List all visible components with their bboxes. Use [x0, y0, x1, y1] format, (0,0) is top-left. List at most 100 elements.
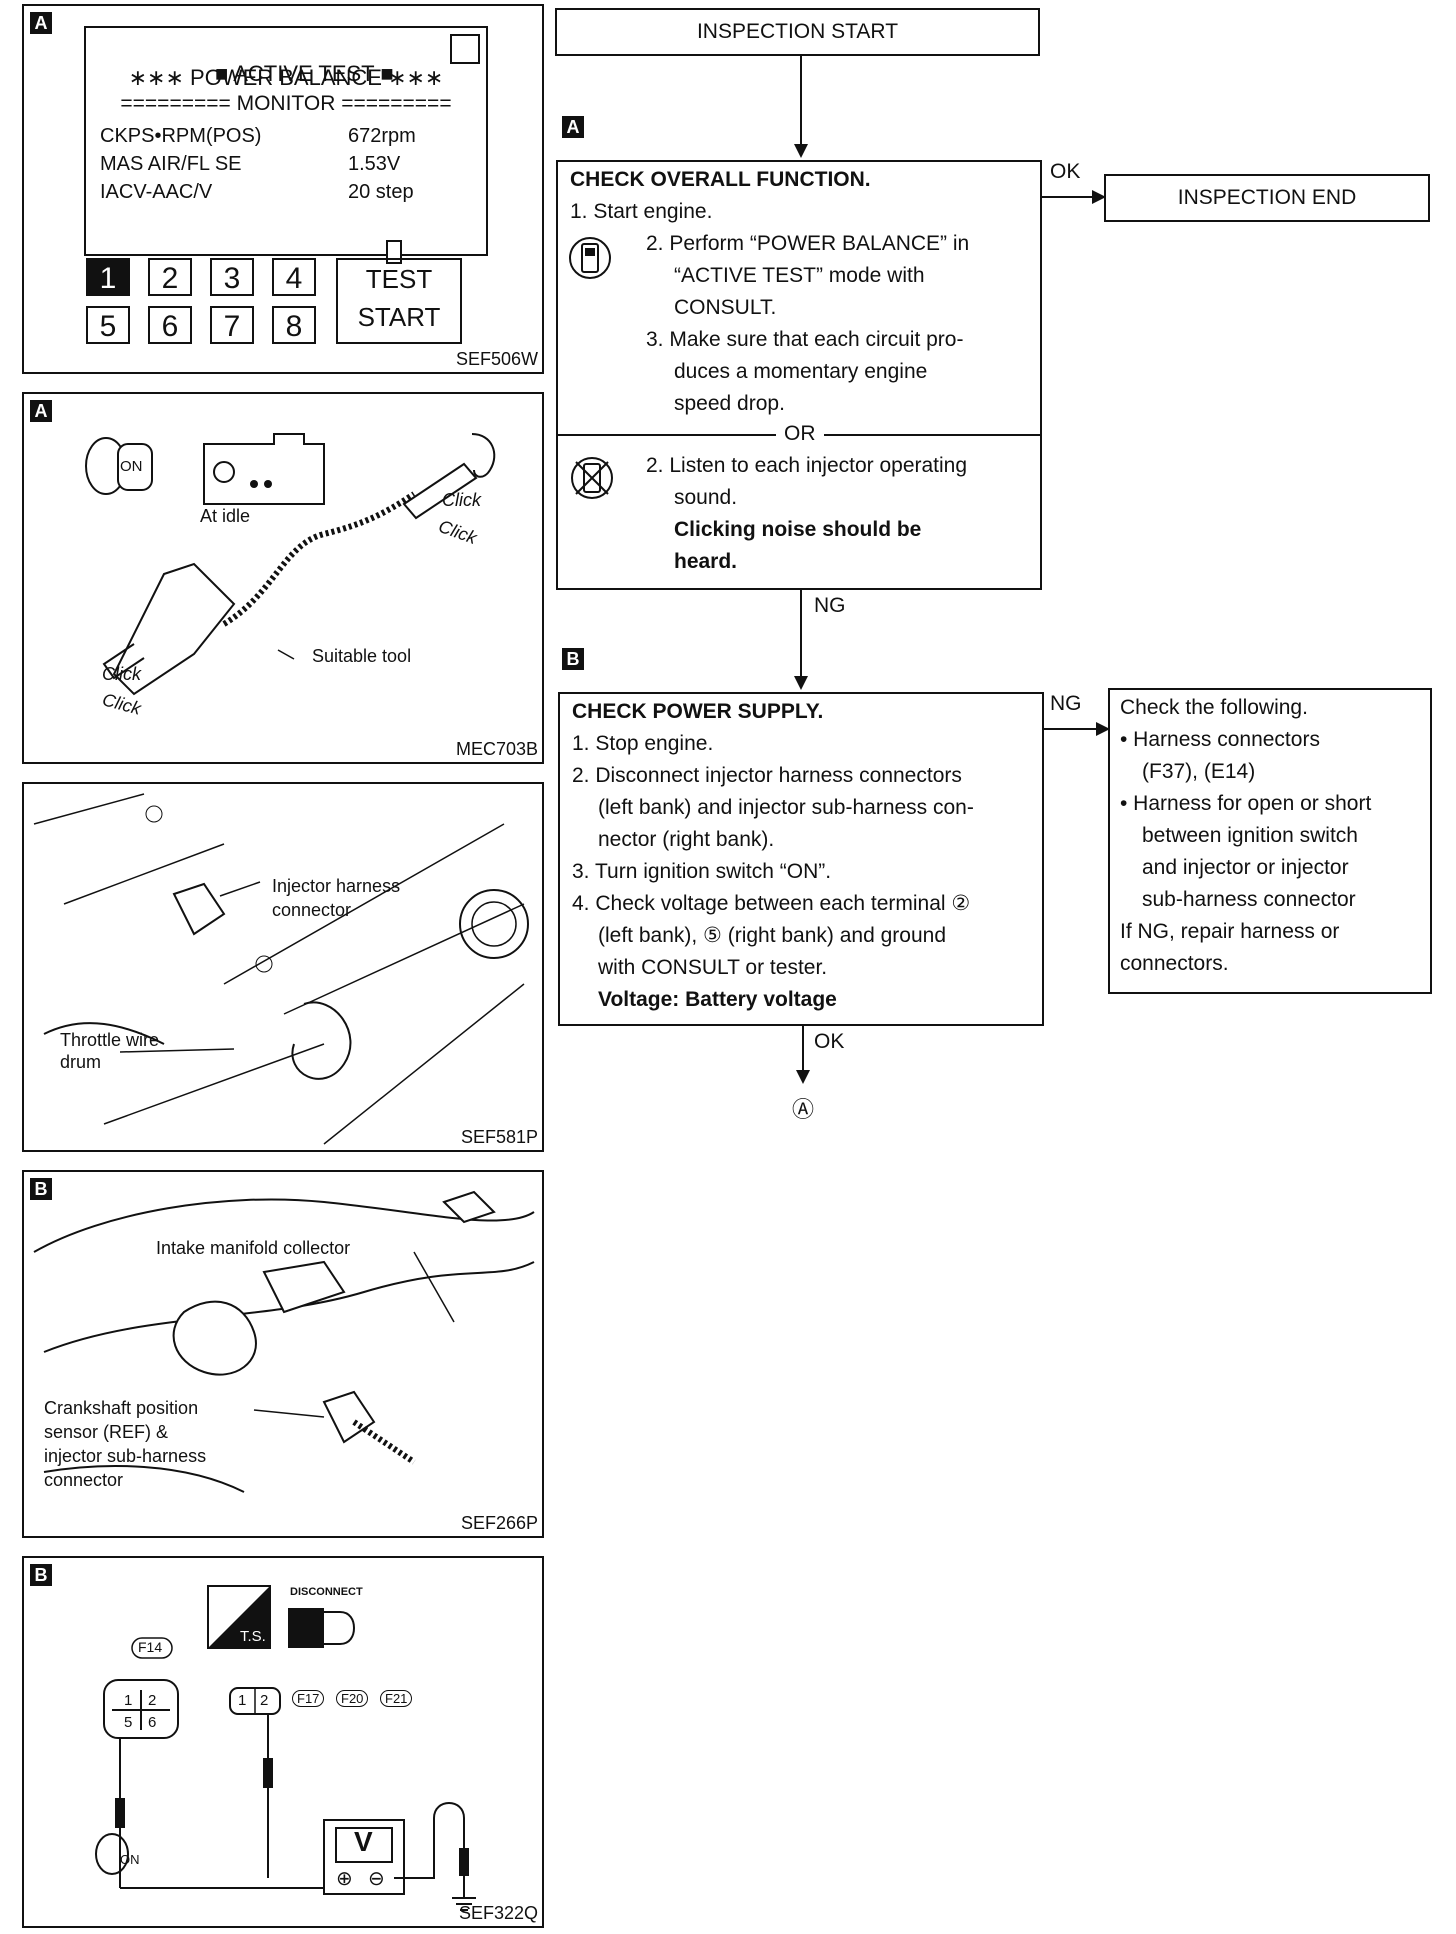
step-line: nector (right bank). [598, 828, 775, 851]
pin-label: 6 [148, 1714, 157, 1731]
flow-line [800, 56, 802, 146]
stethoscope-illustration [85, 433, 496, 696]
step-line: 2. Disconnect injector harness connector… [572, 764, 962, 787]
step-line: 4. Check voltage between each terminal ② [572, 892, 971, 915]
figure-sef266p: B Intake manifold collector Crankshaft p… [22, 1170, 544, 1538]
key-2: 2 [148, 258, 192, 296]
ok-label: OK [1050, 160, 1081, 183]
suitable-tool-label: Suitable tool [312, 646, 412, 666]
monitor-value: 20 step [348, 181, 414, 203]
figure-sef322q: B T.S. DISCONNECT [22, 1556, 544, 1928]
step-line: (left bank), ⑤ (right bank) and ground [598, 924, 947, 947]
intake-collector-label: Intake manifold collector [156, 1238, 351, 1258]
step-line: “ACTIVE TEST” mode with [674, 264, 925, 287]
check-line: sub-harness connector [1142, 888, 1356, 911]
ok-label: OK [814, 1030, 845, 1053]
block-icon: ■ [215, 61, 234, 86]
pin-label: 2 [148, 1692, 157, 1709]
check-line: and injector or injector [1142, 856, 1349, 879]
step-title: CHECK POWER SUPPLY. [572, 700, 824, 723]
check-line: (F37), (E14) [1142, 760, 1256, 783]
click-label: Click [102, 664, 141, 684]
check-power-supply-box: CHECK POWER SUPPLY. 1. Stop engine. 2. D… [558, 692, 1044, 1026]
inspection-end-box: INSPECTION END [1104, 174, 1430, 222]
intake-manifold-illustration [33, 1190, 535, 1493]
figure-code: SEF581P [460, 1127, 538, 1147]
section-tag-a: A [562, 116, 584, 138]
voltage-check-diagram [95, 1585, 476, 1911]
step-result: heard. [674, 550, 738, 573]
key-1: 1 [86, 258, 130, 296]
ts-label: T.S. [240, 1628, 266, 1645]
check-following-box: Check the following. • Harness connector… [1108, 688, 1432, 994]
figure-sef506w: A ■ ACTIVE TEST ■ ∗∗∗ POWER BALANCE ∗∗∗ … [22, 4, 544, 374]
connector-a-icon: Ⓐ [792, 1097, 815, 1122]
figure-code: SEF322Q [458, 1903, 538, 1923]
step-line: 3. Make sure that each circuit pro- [646, 328, 964, 351]
pin-label: 1 [238, 1692, 247, 1709]
f14-label: F14 [138, 1639, 163, 1655]
test-start-key: TEST START [336, 258, 462, 344]
step-line: (left bank) and injector sub-harness con… [598, 796, 974, 819]
step-result: Clicking noise should be [674, 518, 922, 541]
monitor-label: MAS AIR/FL SE [100, 153, 242, 175]
consult-screen: ■ ACTIVE TEST ■ ∗∗∗ POWER BALANCE ∗∗∗ ==… [84, 26, 488, 264]
step-line: 2. Perform “POWER BALANCE” in [646, 232, 970, 255]
throttle-wire-label-2: drum [60, 1052, 102, 1072]
key-8: 8 [272, 306, 316, 344]
crank-sensor-label-3: injector sub-harness [44, 1446, 207, 1466]
monitor-label: IACV-AAC/V [100, 181, 213, 203]
flow-line [800, 590, 802, 678]
test-label: TEST [365, 264, 433, 294]
inspection-start-label: INSPECTION START [696, 20, 899, 43]
on-label: ON [120, 1852, 140, 1867]
step-line: 1. Start engine. [570, 200, 713, 223]
monitor-value: 672rpm [348, 125, 416, 147]
connector-badge: F21 [380, 1690, 413, 1707]
crank-sensor-label-4: connector [44, 1470, 124, 1490]
step-line: duces a momentary engine [674, 360, 928, 383]
block-icon: ■ [374, 61, 394, 86]
click-label: Click [442, 490, 481, 510]
flow-line [1044, 728, 1104, 730]
flow-line [802, 1026, 804, 1074]
screen-subtitle: ∗∗∗ POWER BALANCE ∗∗∗ [128, 65, 444, 90]
key-7: 7 [210, 306, 254, 344]
figure-code: SEF266P [460, 1513, 538, 1533]
injector-harness-label: Injector harness [272, 876, 401, 896]
check-line: • Harness connectors [1120, 728, 1320, 751]
no-tool-icon [571, 457, 613, 499]
check-line: Check the following. [1120, 696, 1308, 719]
monitor-label: CKPS•RPM(POS) [100, 125, 262, 147]
pin-label: 1 [124, 1692, 133, 1709]
inspection-start-box: INSPECTION START [555, 8, 1040, 56]
or-label: OR [776, 418, 824, 450]
throttle-wire-label: Throttle wire [60, 1030, 160, 1050]
step-line: 3. Turn ignition switch “ON”. [572, 860, 832, 883]
minus-terminal: ⊖ [368, 1868, 385, 1890]
step-result: Voltage: Battery voltage [598, 988, 837, 1011]
key-4: 4 [272, 258, 316, 296]
plus-terminal: ⊕ [336, 1868, 353, 1890]
crank-sensor-label: Crankshaft position [44, 1398, 199, 1418]
step-line: 1. Stop engine. [572, 732, 714, 755]
check-line: connectors. [1120, 952, 1229, 975]
connector-badge: F17 [292, 1690, 325, 1707]
inspection-end-label: INSPECTION END [1177, 186, 1357, 209]
pin-label: 5 [124, 1714, 133, 1731]
arrow-down-icon [794, 144, 808, 158]
step-line: sound. [674, 486, 738, 509]
start-label: START [357, 302, 441, 332]
arrow-right-icon [1096, 722, 1110, 736]
figure-mec703b: A ON At idle Click Click Click Click Sui… [22, 392, 544, 764]
consult-icon [569, 237, 611, 279]
figure-code: SEF506W [455, 349, 538, 369]
check-line: If NG, repair harness or [1120, 920, 1340, 943]
flow-line [1042, 196, 1100, 198]
check-line: • Harness for open or short [1120, 792, 1372, 815]
engine-illustration [33, 793, 529, 1145]
ng-label: NG [1050, 692, 1082, 715]
injector-harness-label-2: connector [272, 900, 352, 920]
step-title: CHECK OVERALL FUNCTION. [570, 168, 871, 191]
section-tag-a: A [30, 12, 52, 34]
